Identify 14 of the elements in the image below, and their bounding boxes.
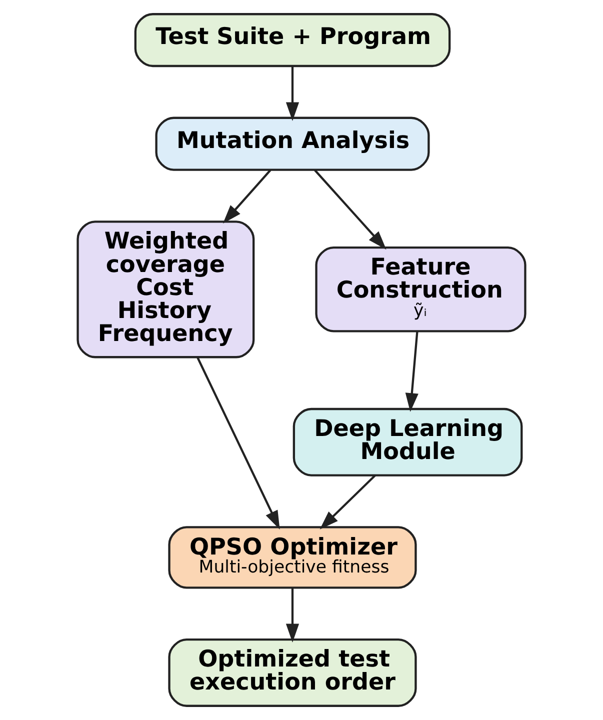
arrow [314, 169, 386, 250]
node-box: Test Suite + Program [134, 13, 451, 68]
node-box: Optimized test execution order [168, 638, 417, 707]
arrow [320, 474, 376, 530]
arrow [286, 588, 300, 643]
arrow [405, 331, 418, 412]
arrow [196, 357, 280, 530]
arrow [222, 169, 272, 224]
node-box: QPSO Optimizer Multi-objective fitness [168, 526, 417, 589]
node-box: Mutation Analysis [155, 116, 430, 171]
arrow [286, 66, 300, 122]
node-box: Feature Construction ỹᵢ [315, 246, 526, 332]
node-box: Deep Learning Module [292, 408, 523, 476]
node-box: Weighted coverage Cost History Frequency [76, 220, 255, 358]
